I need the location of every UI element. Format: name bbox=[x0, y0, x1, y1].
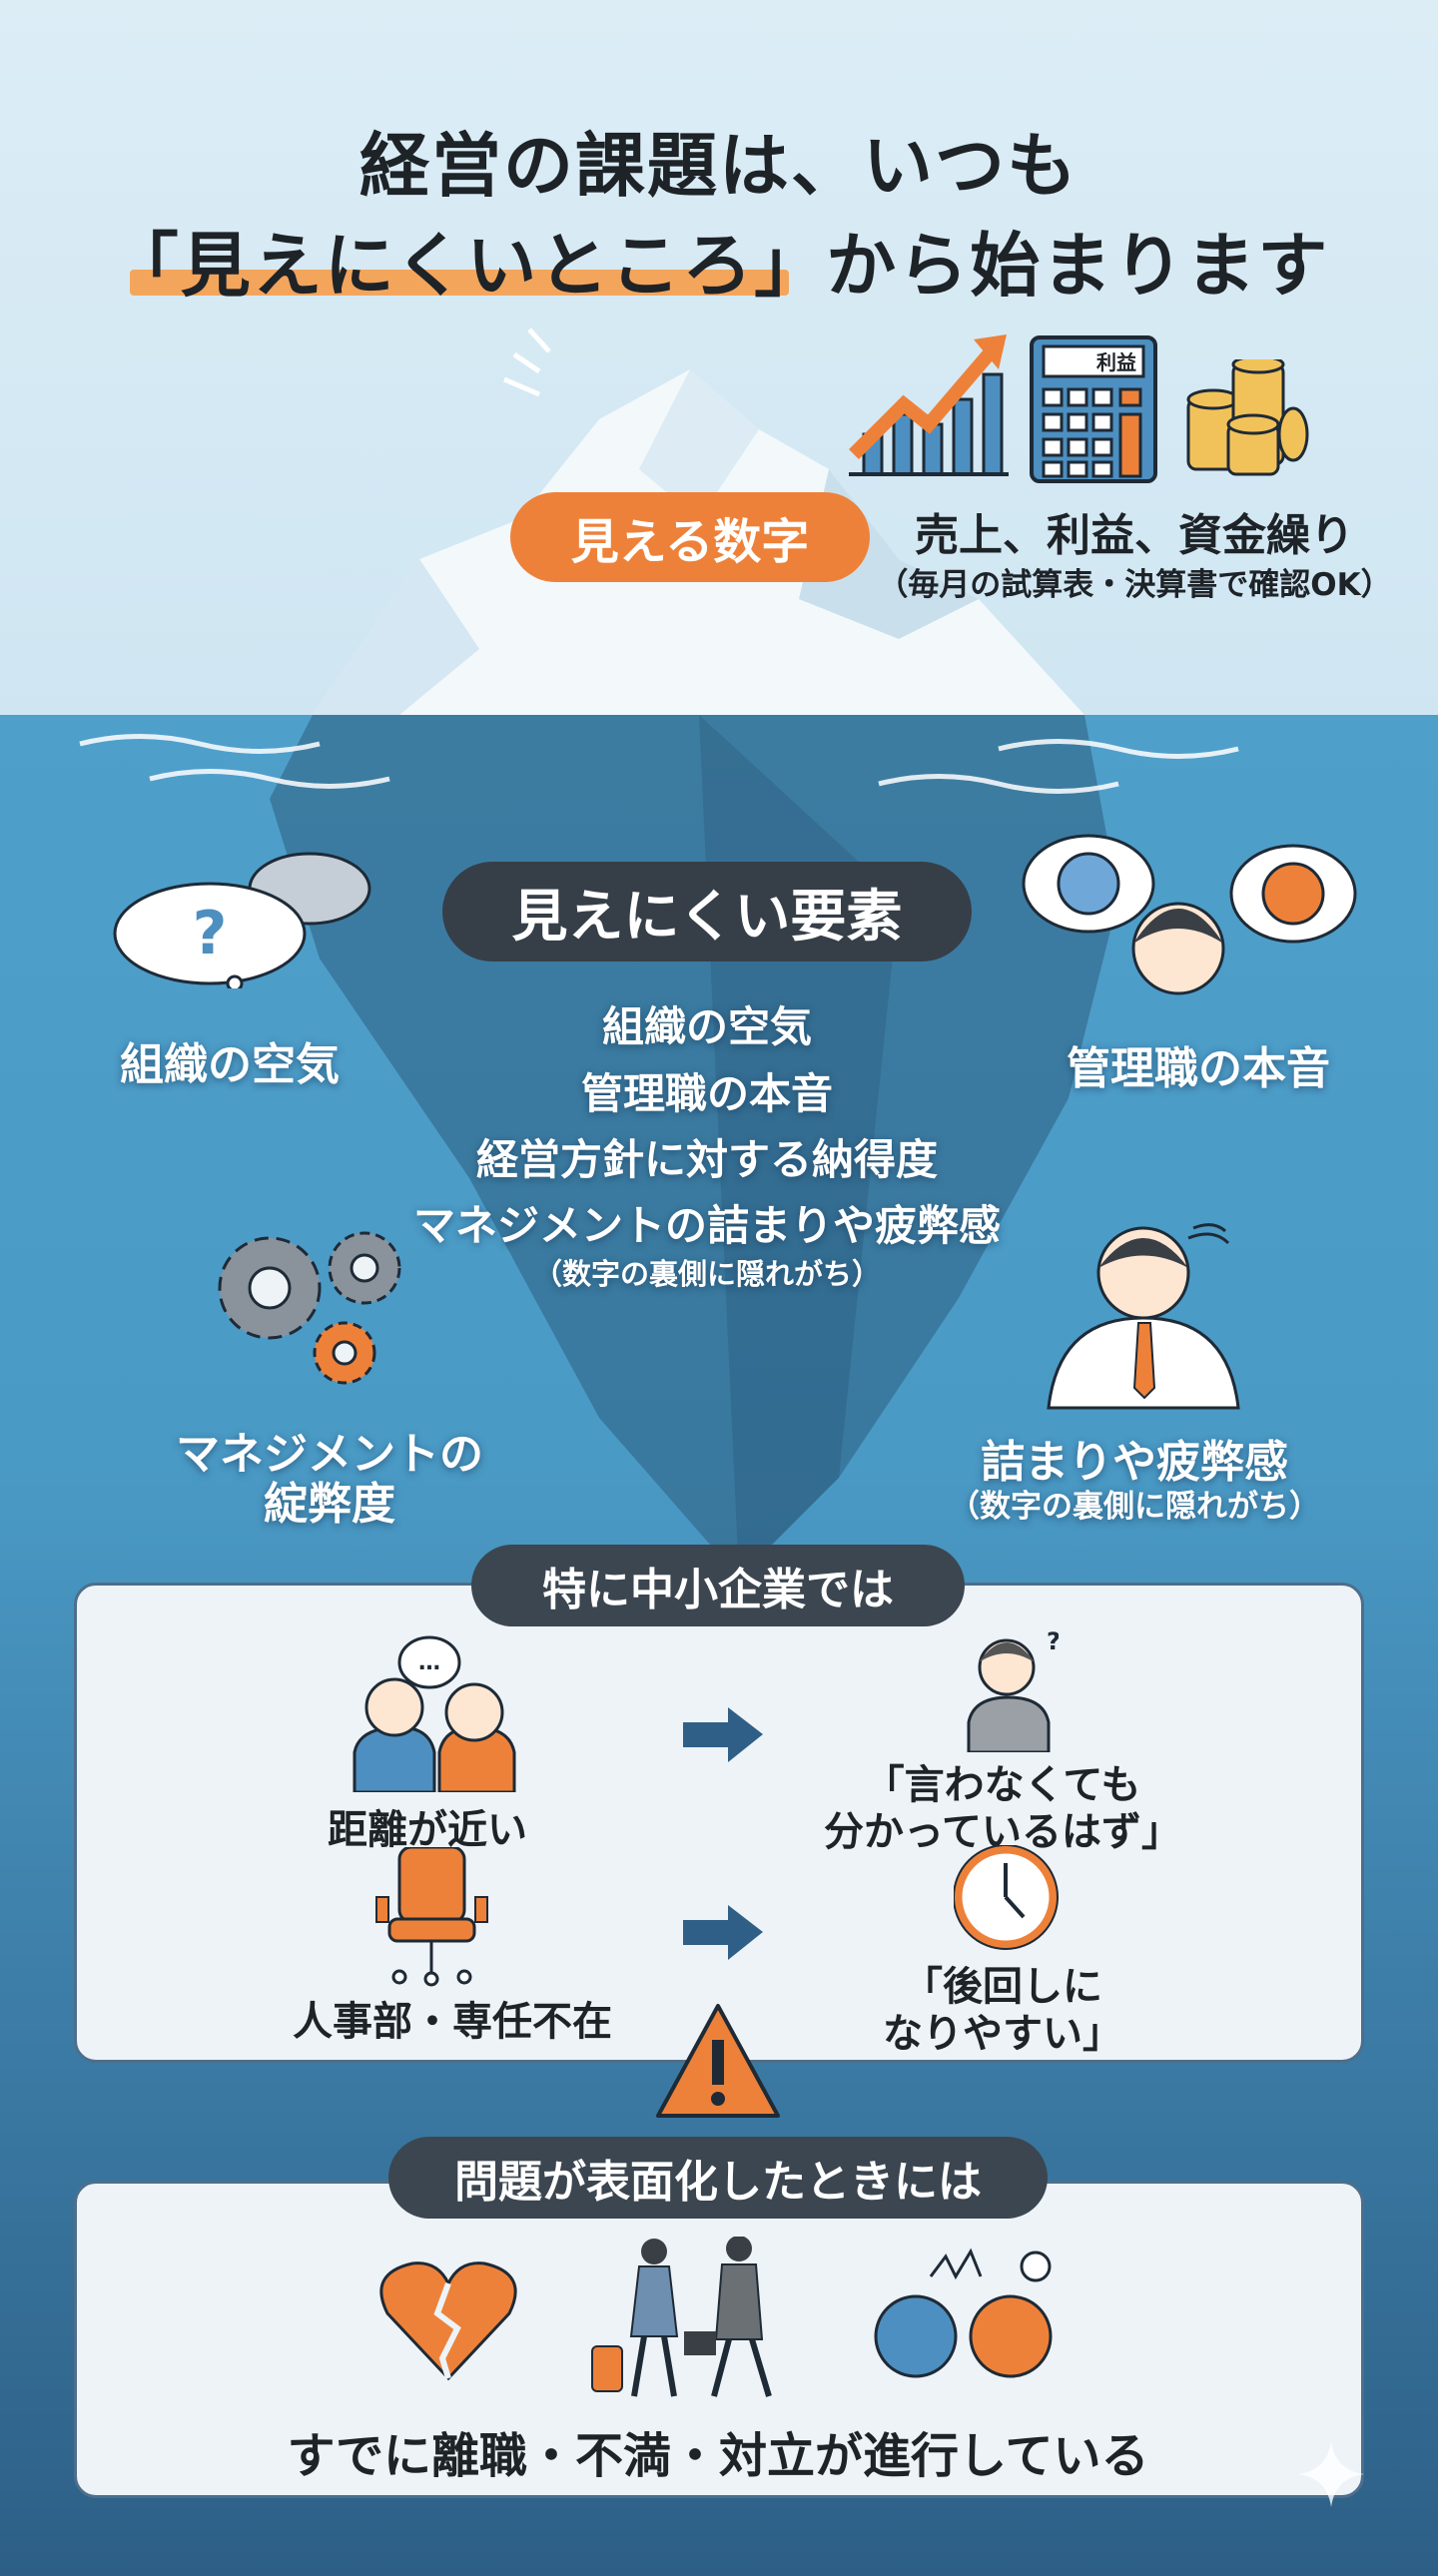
sme-header: 特に中小企業では bbox=[471, 1545, 965, 1626]
callout-mgmt-line1: マネジメントの bbox=[176, 1429, 483, 1480]
surface-text: すでに離職・不満・対立が進行している bbox=[287, 2428, 1149, 2484]
hidden-list-item: 経営方針に対する納得度 bbox=[475, 1135, 939, 1184]
coins-icon bbox=[1186, 359, 1309, 476]
angry-faces-icon bbox=[874, 2248, 1053, 2378]
calculator-display-text: 利益 bbox=[1096, 350, 1136, 374]
callout-air: 組織の空気 bbox=[120, 1039, 340, 1090]
callout-fatigue: 詰まりや疲弊感 bbox=[981, 1437, 1288, 1488]
hidden-elements-label: 見えにくい要素 bbox=[442, 862, 972, 962]
growth-chart-icon bbox=[849, 334, 1009, 476]
arrow-right-icon bbox=[683, 1905, 763, 1960]
empty-chair-icon bbox=[375, 1847, 488, 1987]
callout-mgmt-line2: 綻弊度 bbox=[264, 1479, 395, 1530]
svg-text:?: ? bbox=[1047, 1627, 1059, 1655]
gears-icon bbox=[218, 1231, 401, 1385]
sme-effect-2-line1: 「後回しに bbox=[903, 1964, 1102, 2010]
sme-effect-2-line2: なりやすい」 bbox=[883, 2011, 1122, 2057]
sme-panel bbox=[74, 1583, 1364, 2063]
callout-fatigue-note: （数字の裏側に隠れがち） bbox=[949, 1489, 1320, 1525]
visible-note: （毎月の試算表・決算書で確認OK） bbox=[877, 567, 1392, 603]
broken-heart-icon bbox=[379, 2261, 517, 2381]
calculator-icon: 利益 bbox=[1030, 335, 1157, 483]
hidden-list-item: 組織の空気 bbox=[601, 1002, 813, 1051]
sparkle-icon bbox=[1298, 2441, 1364, 2507]
tired-worker-icon bbox=[1047, 1223, 1240, 1410]
sme-cause-2: 人事部・専任不在 bbox=[293, 1999, 612, 2045]
visible-items: 売上、利益、資金繰り bbox=[915, 510, 1354, 561]
svg-text:?: ? bbox=[193, 899, 228, 968]
clock-icon bbox=[954, 1845, 1059, 1950]
visible-numbers-label: 見える数字 bbox=[510, 492, 870, 582]
title-line1: 経営の課題は、いつも bbox=[360, 125, 1078, 207]
callout-manager: 管理職の本音 bbox=[1067, 1043, 1330, 1094]
cloud-question-icon: ? bbox=[113, 852, 371, 988]
hidden-list-item: マネジメントの詰まりや疲弊感 bbox=[412, 1201, 1002, 1250]
title-line2: 「見えにくいところ」から始まります bbox=[108, 225, 1330, 307]
two-people-talking-icon: … bbox=[353, 1635, 516, 1792]
arrow-right-icon bbox=[683, 1707, 763, 1762]
wave-lines bbox=[79, 734, 1239, 794]
people-leaving-icon bbox=[591, 2237, 772, 2397]
hidden-list-note: （数字の裏側に隠れがち） bbox=[532, 1257, 882, 1291]
surface-header: 問題が表面化したときには bbox=[388, 2137, 1048, 2219]
hidden-list-item: 管理職の本音 bbox=[580, 1069, 834, 1118]
sme-cause-1: 距離が近い bbox=[328, 1807, 527, 1853]
sparkle-lines bbox=[503, 327, 551, 397]
thinking-person-icon: ? bbox=[967, 1627, 1059, 1752]
sme-effect-1-line1: 「言わなくても bbox=[864, 1762, 1141, 1808]
title-highlight bbox=[130, 270, 789, 296]
manager-thought-faces-icon bbox=[1022, 834, 1357, 995]
svg-text:…: … bbox=[418, 1650, 440, 1675]
warning-icon bbox=[656, 2004, 780, 2118]
